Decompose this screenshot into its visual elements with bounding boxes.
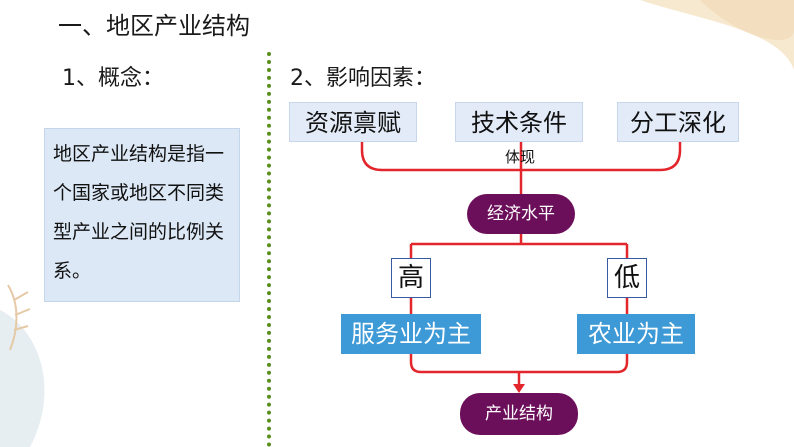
- concept-title: 1、概念：: [62, 66, 164, 91]
- leaf-decoration: [7, 284, 31, 351]
- high-label: 高: [391, 258, 431, 298]
- economic-level-node: 经济水平: [467, 194, 575, 234]
- dotted-divider: [267, 52, 271, 447]
- concept-definition-box: 地区产业结构是指一个国家或地区不同类型产业之间的比例关系。: [44, 128, 240, 302]
- agriculture-dominant-label: 农业为主: [577, 314, 695, 354]
- page-title: 一、地区产业结构: [58, 12, 250, 40]
- embodied-label: 体现: [504, 148, 535, 166]
- service-dominant-label: 服务业为主: [341, 314, 481, 354]
- low-label: 低: [607, 258, 647, 298]
- factors-title: 2、影响因素：: [290, 66, 436, 91]
- top-right-blob-inner: [700, 0, 794, 40]
- factor-division-of-labor: 分工深化: [617, 102, 739, 142]
- factor-resource-endowment: 资源禀赋: [289, 102, 417, 142]
- results-brace: [409, 354, 629, 374]
- factor-technology: 技术条件: [455, 102, 583, 142]
- arrow-down-icon: [513, 384, 525, 393]
- industry-structure-node: 产业结构: [460, 393, 578, 435]
